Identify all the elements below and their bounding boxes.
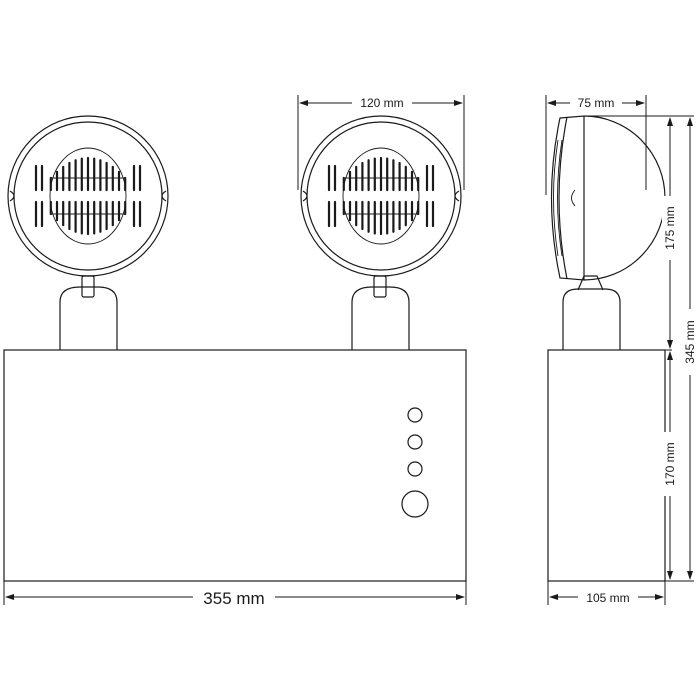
dim-body-depth: 105 mm xyxy=(586,591,629,605)
side-lamp-neck xyxy=(577,275,604,291)
dim-body-height: 170 mm xyxy=(663,442,677,485)
lamp-clip-right xyxy=(161,190,167,202)
lamp-clip-right xyxy=(454,190,460,202)
lamp-reflector xyxy=(49,147,127,245)
front-body-box xyxy=(3,349,467,582)
left-lamp-head xyxy=(7,115,169,277)
side-lamp-lens xyxy=(553,139,559,257)
side-lamp-rim xyxy=(558,116,568,280)
side-lamp-face xyxy=(550,115,585,281)
indicator-light-3 xyxy=(407,461,423,477)
dim-overall-height: 345 mm xyxy=(683,320,697,363)
lamp-clip-left xyxy=(9,190,15,202)
dim-head-depth: 75 mm xyxy=(578,96,615,110)
dim-head-height: 175 mm xyxy=(663,206,677,249)
side-view xyxy=(547,115,666,582)
side-body-box xyxy=(547,349,666,582)
indicator-light-2 xyxy=(407,434,423,450)
lamp-reflector xyxy=(342,147,420,245)
lamp-outer-ring xyxy=(300,115,462,277)
indicator-light-1 xyxy=(407,407,423,423)
side-lamp-stem xyxy=(562,288,621,350)
lamp-inner-ring xyxy=(306,121,456,271)
test-button xyxy=(401,490,429,518)
side-lamp-dome xyxy=(583,115,666,281)
lamp-outer-ring xyxy=(7,115,169,277)
side-lamp-pivot-arc xyxy=(571,189,576,207)
right-lamp-stem xyxy=(351,286,410,350)
dim-head-diameter: 120 mm xyxy=(360,96,403,110)
dimension-lines: 120 mm 75 mm 175 mm 170 mm 345 mm xyxy=(3,93,698,608)
lamp-clip-left xyxy=(302,190,308,202)
front-view xyxy=(3,115,467,582)
right-lamp-head xyxy=(300,115,462,277)
side-lamp-lens-inner xyxy=(557,139,563,257)
lamp-inner-ring xyxy=(13,121,163,271)
dim-body-width: 355 mm xyxy=(203,589,264,608)
left-lamp-stem xyxy=(59,286,118,350)
